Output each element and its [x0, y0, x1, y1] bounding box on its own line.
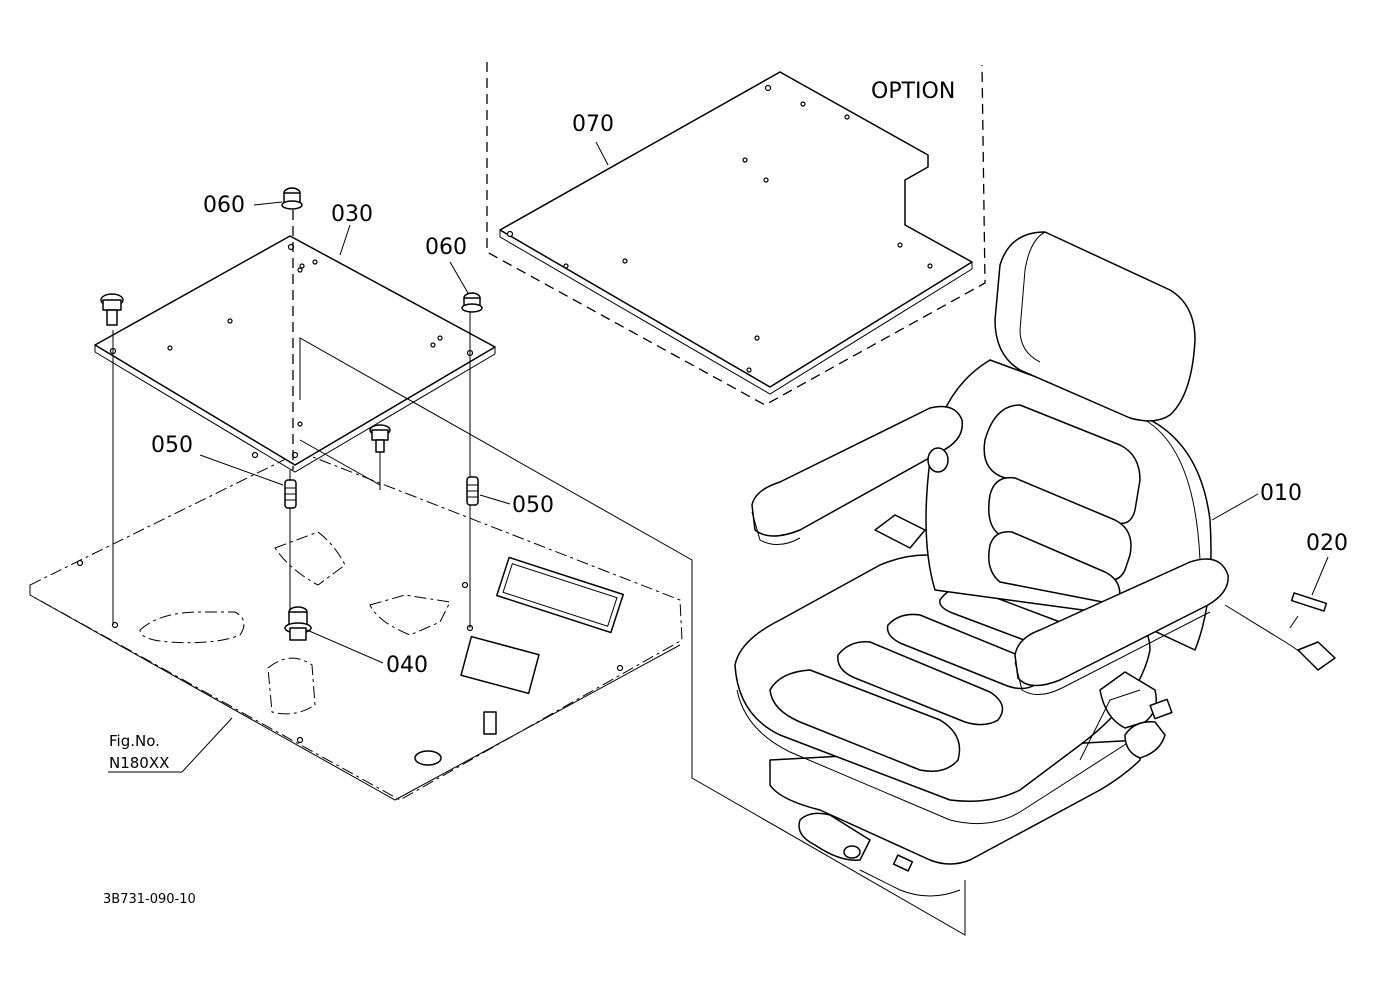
hardware	[100, 187, 483, 641]
nut-left-icon	[281, 187, 303, 210]
callout-050-left: 050	[151, 433, 193, 458]
option-plate-070	[486, 62, 986, 406]
stud-left-icon	[284, 479, 297, 509]
bolt-middle-icon	[369, 424, 391, 453]
option-label: OPTION	[871, 79, 955, 104]
callout-050-right: 050	[512, 493, 554, 518]
labels: OPTION 070 060 030 060 050 050 040 010 0…	[103, 79, 1348, 907]
callout-leaders	[108, 141, 1329, 773]
callout-010: 010	[1260, 481, 1302, 506]
seat-plate-030	[94, 235, 496, 473]
fig-ref-line1: Fig.No.	[109, 732, 160, 750]
bolt-left-icon	[100, 293, 124, 326]
callout-020: 020	[1306, 531, 1348, 556]
callout-060-right: 060	[425, 235, 467, 260]
drawing-number: 3B731-090-10	[103, 892, 196, 907]
stud-right-icon	[466, 476, 479, 506]
callout-030: 030	[331, 202, 373, 227]
fig-ref-line2: N180XX	[109, 754, 169, 772]
switch-connector-020	[1224, 592, 1336, 671]
rubber-mount-icon	[284, 606, 312, 641]
seat-assembly-010	[734, 231, 1229, 897]
callout-060-left: 060	[203, 193, 245, 218]
nut-right-icon	[461, 292, 483, 313]
callout-070: 070	[572, 112, 614, 137]
callout-040: 040	[386, 653, 428, 678]
